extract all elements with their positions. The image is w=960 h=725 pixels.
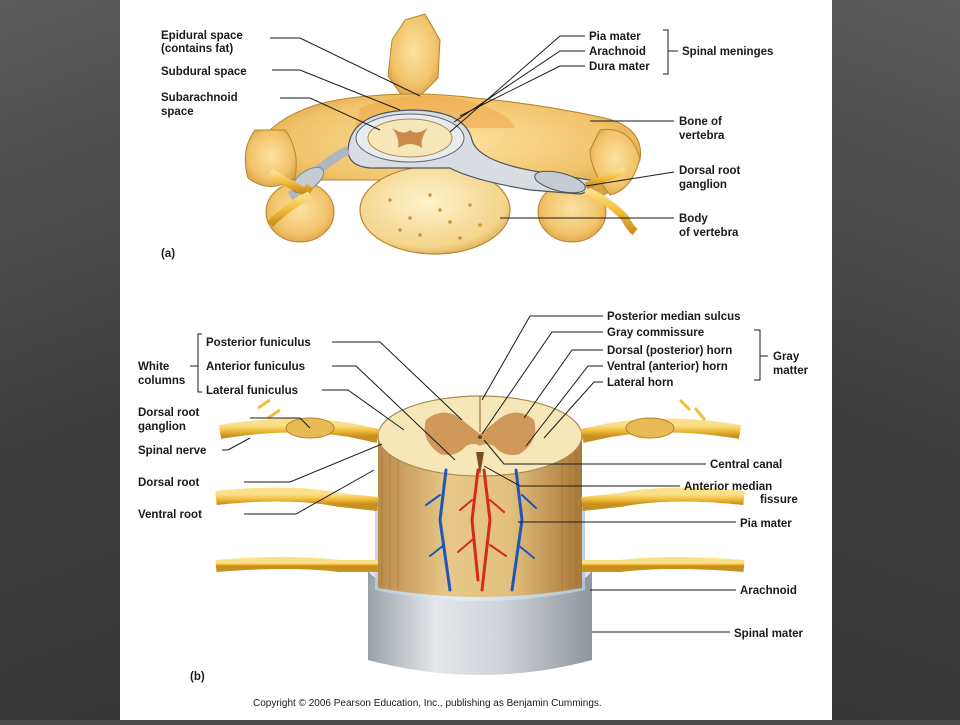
copyright-notice: Copyright © 2006 Pearson Education, Inc.… [253, 698, 602, 709]
label-gray-matter: Gray [773, 351, 800, 363]
spinal-nerve-right-3 [582, 557, 745, 572]
label-spinal-mater: Spinal mater [734, 628, 804, 640]
dorsal-root-ganglion-right [625, 417, 675, 439]
label-dorsal-root-ganglion-a: Dorsal root [679, 165, 741, 177]
label-anterior-median-fissure-2: fissure [760, 494, 798, 506]
label-lateral-horn: Lateral horn [607, 377, 673, 389]
label-bone-of-vertebra-2: vertebra [679, 130, 725, 142]
label-posterior-funiculus: Posterior funiculus [206, 337, 311, 349]
label-dura-mater-a: Dura mater [589, 61, 650, 73]
figure-b-leader-lines [190, 315, 768, 633]
dorsal-root-ganglion-a [534, 170, 586, 194]
nerve-a-right-upper [584, 166, 627, 190]
label-lateral-funiculus: Lateral funiculus [206, 385, 298, 397]
nerve-a-left-upper [267, 168, 314, 198]
spinal-nerve-left-2 [215, 487, 379, 511]
label-anterior-median-fissure: Anterior median [684, 481, 772, 493]
label-gray-commissure: Gray commissure [607, 327, 704, 339]
label-subarachnoid-space-2: space [161, 106, 194, 118]
spinal-cord-figure: Epidural space (contains fat) Subdural s… [138, 13, 809, 709]
figure-b-labels: White columns Posterior funiculus Anteri… [138, 311, 809, 683]
label-gray-matter-2: matter [773, 365, 809, 377]
transverse-process-left [244, 129, 297, 187]
spinal-nerve-left-3 [215, 557, 378, 572]
label-dorsal-horn: Dorsal (posterior) horn [607, 345, 732, 357]
label-spinal-meninges: Spinal meninges [682, 46, 773, 58]
label-dorsal-root-ganglion-a-2: ganglion [679, 179, 727, 191]
gray-matter-butterfly [424, 412, 536, 455]
label-pia-mater-b: Pia mater [740, 518, 792, 530]
figure-a-leader-lines [270, 29, 678, 219]
gray-matter-a [392, 128, 428, 148]
label-subarachnoid-space: Subarachnoid [161, 92, 238, 104]
blood-vessels [425, 468, 537, 592]
label-body-of-vertebra: Body [679, 213, 708, 225]
label-central-canal: Central canal [710, 459, 782, 471]
label-pia-mater-a: Pia mater [589, 31, 641, 43]
label-anterior-funiculus: Anterior funiculus [206, 361, 305, 373]
label-white-columns: White [138, 361, 169, 373]
nerve-branch-right-1 [678, 398, 707, 421]
slide-background-left [0, 0, 120, 720]
label-ventral-horn: Ventral (anterior) horn [607, 361, 728, 373]
vertebral-body-pores [388, 193, 482, 240]
label-arachnoid-b: Arachnoid [740, 585, 797, 597]
rootlets [381, 450, 577, 590]
slide-background-right [832, 0, 960, 720]
label-posterior-median-sulcus: Posterior median sulcus [607, 311, 741, 323]
label-dorsal-root-ganglion-b-2: ganglion [138, 421, 186, 433]
label-arachnoid-a: Arachnoid [589, 46, 646, 58]
nerve-a-left-lower [267, 191, 312, 227]
panel-label-b: (b) [190, 671, 205, 683]
label-dorsal-root: Dorsal root [138, 477, 200, 489]
label-epidural-space-note: (contains fat) [161, 43, 233, 55]
label-dorsal-root-ganglion-b: Dorsal root [138, 407, 200, 419]
panel-label-a: (a) [161, 248, 175, 260]
spinal-nerve-right-2 [581, 487, 745, 511]
figure-b-spinal-cord [215, 395, 745, 675]
figure-a-labels: Epidural space (contains fat) Subdural s… [161, 30, 773, 260]
label-white-columns-2: columns [138, 375, 185, 387]
label-epidural-space: Epidural space [161, 30, 243, 42]
figure-a-vertebra [244, 13, 642, 255]
central-canal [478, 435, 482, 439]
anterior-median-fissure [476, 452, 484, 476]
label-body-of-vertebra-2: of vertebra [679, 227, 739, 239]
label-ventral-root: Ventral root [138, 509, 202, 521]
figure-panel: Epidural space (contains fat) Subdural s… [120, 0, 832, 720]
spinous-process [387, 13, 441, 97]
label-subdural-space: Subdural space [161, 66, 247, 78]
label-bone-of-vertebra: Bone of [679, 116, 722, 128]
label-spinal-nerve: Spinal nerve [138, 445, 206, 457]
nerve-branch-left-1 [257, 398, 281, 420]
